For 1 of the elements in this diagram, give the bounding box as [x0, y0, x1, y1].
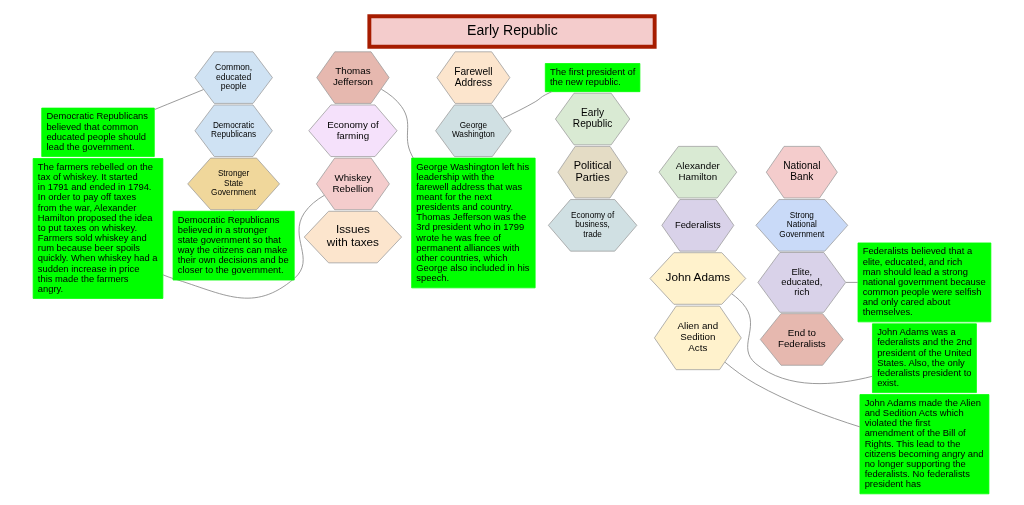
diagram-title: Early Republic	[467, 21, 558, 38]
